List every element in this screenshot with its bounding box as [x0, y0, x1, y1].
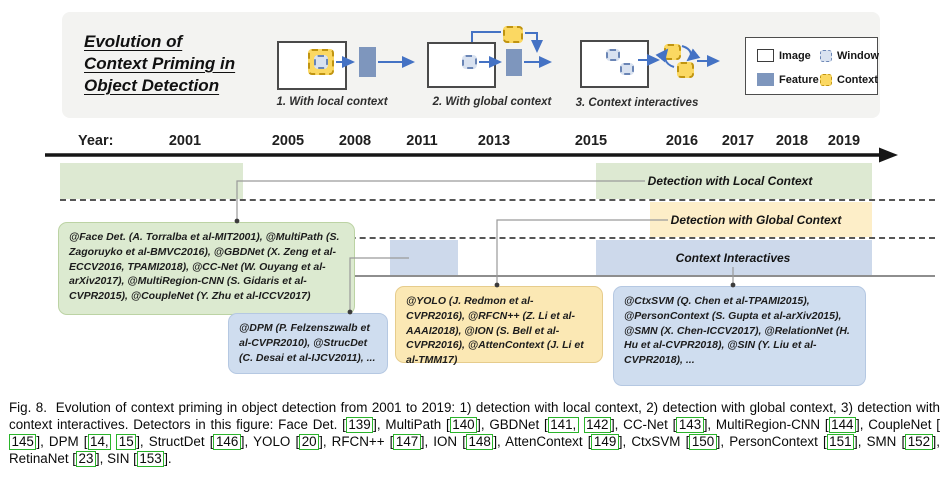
citation-ref[interactable]: 23: [76, 450, 96, 467]
year-label: 2017: [721, 133, 755, 149]
panel-title: Evolution of Context Priming in Object D…: [84, 31, 235, 97]
context-icon: [677, 62, 694, 78]
year-label: 2018: [775, 133, 809, 149]
context-icon: [503, 26, 523, 43]
diagram-caption-1: 1. With local context: [276, 96, 388, 108]
timeline-axis: [45, 147, 898, 163]
legend-label: Window: [837, 49, 880, 62]
legend-item-context: Context: [820, 71, 878, 89]
image-rect: [427, 42, 496, 88]
panel-title-line-2: Context Priming in: [84, 54, 236, 73]
year-label: 2005: [271, 133, 305, 149]
year-label: 2016: [665, 133, 699, 149]
legend-item-image: Image: [757, 47, 811, 65]
feature-rect: [506, 49, 522, 76]
legend-label: Context: [837, 73, 878, 86]
citation-ref[interactable]: 149: [591, 433, 619, 450]
citation-ref[interactable]: 20: [299, 433, 320, 450]
citation-ref[interactable]: 148: [465, 433, 494, 450]
feature-swatch-icon: [757, 73, 774, 87]
citation-ref[interactable]: 153: [136, 450, 165, 467]
window-icon: [462, 55, 477, 69]
image-rect: [580, 40, 649, 88]
dpm-methods-box: @DPM (P. Felzenszwalb et al-CVPR2010), @…: [228, 313, 388, 374]
citation-ref[interactable]: 150: [689, 433, 717, 450]
legend-label: Image: [779, 49, 811, 62]
panel-title-line-3: Object Detection: [84, 76, 220, 95]
year-label: 2008: [338, 133, 372, 149]
diagram-caption-2: 2. With global context: [432, 96, 552, 108]
row-label-local-context: Detection with Local Context: [647, 174, 813, 188]
year-label: 2011: [406, 133, 438, 149]
year-label: 2001: [168, 133, 202, 149]
local-context-methods-box: @Face Det. (A. Torralba et al-MIT2001), …: [58, 222, 355, 315]
citation-ref[interactable]: 141,: [547, 416, 579, 433]
year-label: 2013: [477, 133, 511, 149]
citation-ref[interactable]: 142: [583, 416, 611, 433]
citation-ref[interactable]: 14,: [87, 433, 112, 450]
figure-caption: Fig. 8. Evolution of context priming in …: [9, 400, 940, 467]
row-label-global-context: Detection with Global Context: [670, 213, 842, 227]
citation-ref[interactable]: 145: [9, 433, 37, 450]
window-icon: [314, 55, 328, 69]
context-icon: [664, 44, 681, 60]
feature-rect: [359, 47, 376, 77]
window-icon: [620, 63, 634, 75]
citation-ref[interactable]: 143: [676, 416, 704, 433]
year-axis-label: Year:: [78, 133, 114, 149]
local-context-band-left: [60, 163, 243, 199]
context-interactives-band-left: [390, 240, 458, 275]
year-label: 2015: [574, 133, 608, 149]
citation-ref[interactable]: 139: [345, 416, 374, 433]
citation-ref[interactable]: 140: [449, 416, 478, 433]
citation-ref[interactable]: 146: [213, 433, 241, 450]
year-label: 2019: [827, 133, 861, 149]
diagram-caption-3: 3. Context interactives: [575, 97, 699, 109]
citation-ref[interactable]: 151: [826, 433, 855, 450]
citation-ref[interactable]: 152: [905, 433, 933, 450]
citation-ref[interactable]: 147: [393, 433, 421, 450]
window-swatch-icon: [820, 49, 832, 62]
image-swatch-icon: [757, 49, 774, 63]
context-swatch-icon: [820, 73, 832, 86]
window-icon: [606, 49, 620, 61]
global-context-band: [650, 202, 872, 237]
legend-item-window: Window: [820, 47, 879, 65]
citation-ref[interactable]: 144: [828, 416, 856, 433]
context-interactives-methods-box: @CtxSVM (Q. Chen et al-TPAMI2015), @Pers…: [613, 286, 866, 386]
row-divider-dashed-1: [60, 199, 935, 201]
row-label-context-interactives: Context Interactives: [675, 251, 791, 265]
panel-title-line-1: Evolution of: [84, 32, 183, 51]
global-context-methods-box: @YOLO (J. Redmon et al-CVPR2016), @RFCN+…: [395, 286, 603, 366]
citation-ref[interactable]: 15: [116, 433, 137, 450]
legend-item-feature: Feature: [757, 71, 819, 89]
legend-label: Feature: [779, 73, 819, 86]
